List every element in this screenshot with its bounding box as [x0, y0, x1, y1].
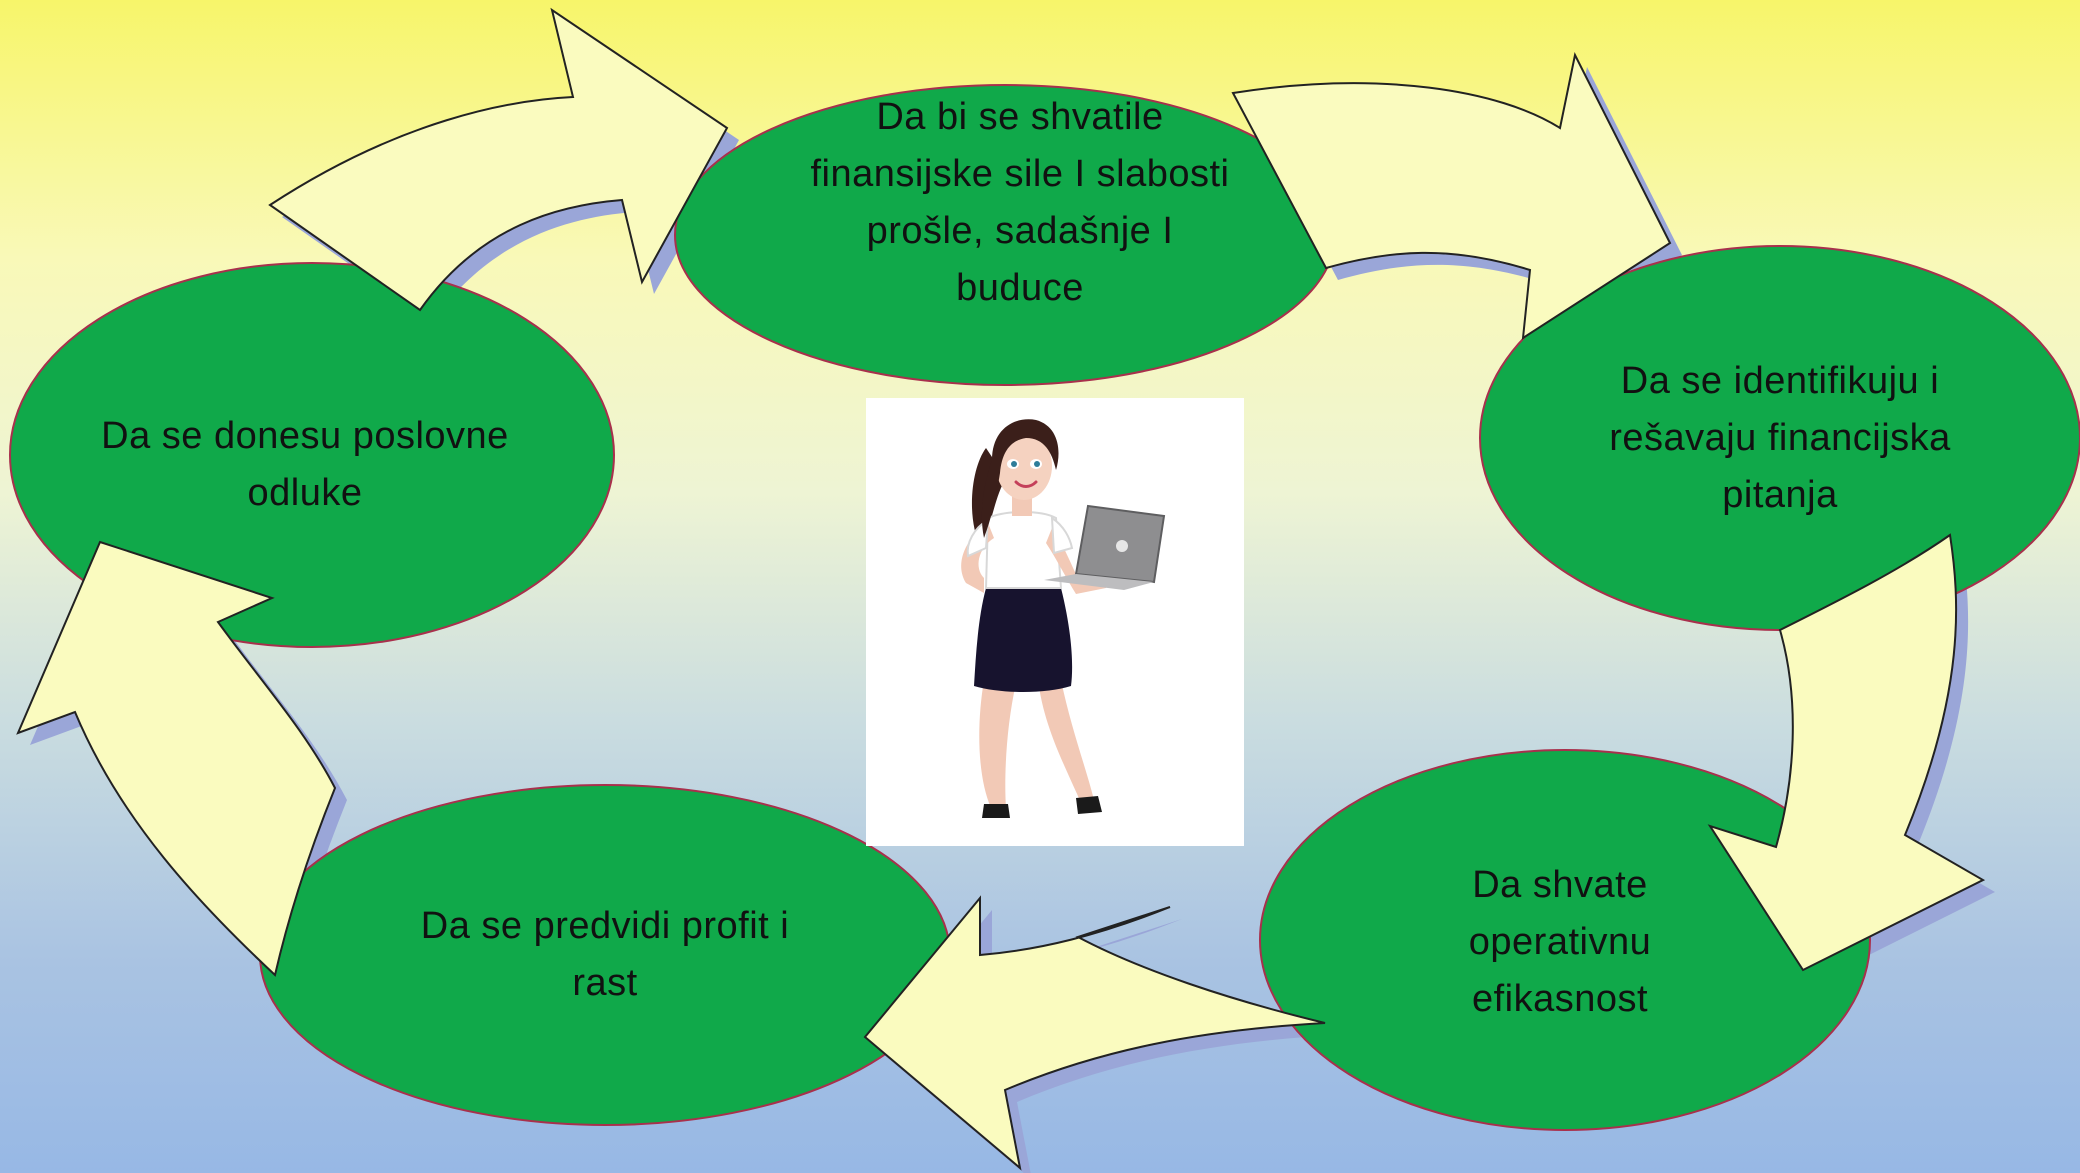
arrow-bottom-right-to-bottom-left	[863, 895, 1326, 1171]
arrow-left-to-top	[268, 7, 729, 312]
node-left-text: Da se donesu poslovne odluke	[101, 415, 509, 514]
node-right-text: Da se identifikuju i rešavaju financijsk…	[1609, 359, 1951, 516]
arrow-top-to-right	[1231, 51, 1672, 340]
arrow-right-to-bottom-right	[1707, 533, 1986, 972]
node-bottom-left-text: Da se predvidi profit i rast	[420, 905, 790, 1004]
node-left-ellipse	[9, 262, 615, 648]
node-bottom-right-text: Da shvate operativnu efikasnost	[1468, 863, 1652, 1020]
arrow-bottom-left-to-left	[16, 540, 337, 977]
node-top-text: Da bi se shvatile finansijske sile I sla…	[810, 96, 1230, 309]
node-bottom-right-ellipse	[1259, 749, 1871, 1131]
businesswoman-with-laptop-icon	[866, 398, 1244, 846]
